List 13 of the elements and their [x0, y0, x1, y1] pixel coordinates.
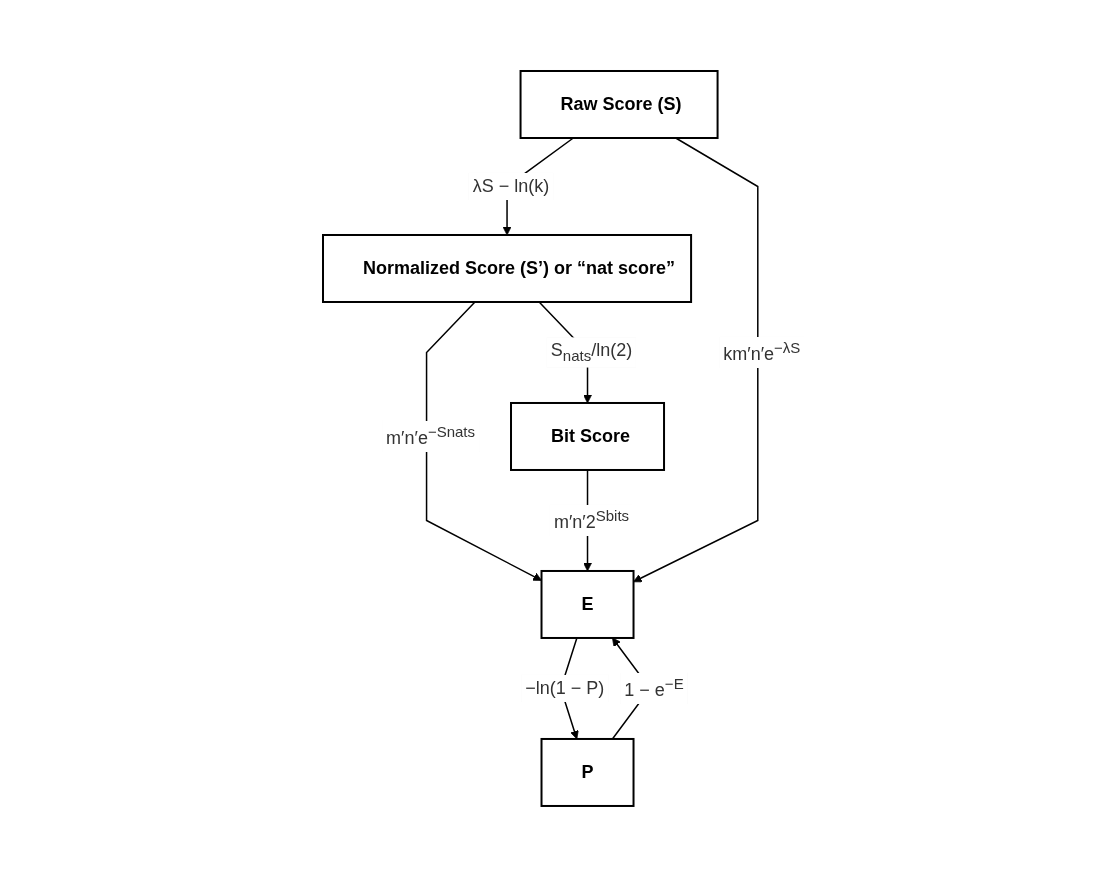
node-box: P — [540, 737, 635, 807]
node-box: Raw Score (S) — [519, 69, 719, 139]
edge-label: −ln(1 − P) — [525, 677, 605, 698]
edge-label: S$_{nats}$/ln(2) — [550, 339, 633, 364]
arrow — [425, 300, 542, 581]
edge-label: km′n′e$^{−λS}$ — [723, 338, 801, 364]
node-box: Bit Score — [509, 401, 665, 471]
edge-label: m′n′2$^{Sbits}$ — [553, 506, 629, 532]
node-box: E — [540, 569, 635, 639]
edge-label: 1 − e$^{−E}$ — [624, 674, 684, 700]
edge-label: m′n′e$^{−Snats}$ — [385, 422, 475, 448]
node-box: Normalized Score (S’) or “nat score” — [321, 233, 692, 303]
edge-label: λS − ln(k) — [472, 175, 550, 196]
